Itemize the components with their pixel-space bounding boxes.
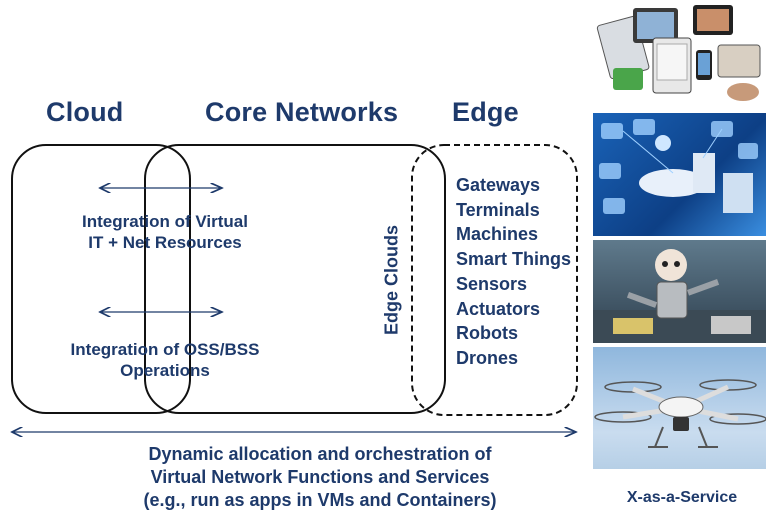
edge-region: [411, 144, 578, 416]
humanoid-robot-icon: [593, 249, 766, 343]
integration-oss-label: Integration of OSS/BSS Operations: [60, 339, 270, 381]
edge-device-list: Gateways Terminals Machines Smart Things…: [456, 173, 571, 371]
core-networks-region: [144, 144, 446, 414]
edge-item: Terminals: [456, 199, 540, 220]
robot-photo: [593, 240, 766, 343]
edge-item: Gateways: [456, 175, 541, 195]
integration-virtual-line1: Integration of Virtual: [82, 212, 248, 231]
integration-virtual-label: Integration of Virtual IT + Net Resource…: [60, 211, 270, 253]
connected-home-icon: [599, 119, 758, 214]
edge-item: Machines: [456, 224, 539, 245]
orchestration-line1: Dynamic allocation and orchestration of: [148, 444, 492, 464]
edge-item: Sensors: [456, 273, 528, 294]
integration-oss-line1: Integration of OSS/BSS: [70, 340, 260, 359]
edge-heading: Edge: [452, 97, 519, 127]
orchestration-line3: (e.g., run as apps in VMs and Containers…: [143, 490, 497, 510]
drone-photo: [593, 347, 766, 469]
x-as-a-service-label: X-as-a-Service: [626, 489, 738, 506]
smart-home-photo: [593, 113, 766, 236]
devices-photo: [593, 0, 766, 105]
edge-item: Drones: [456, 347, 519, 368]
orchestration-line2: Virtual Network Functions and Services: [150, 467, 490, 487]
tablets-phones-icon: [596, 5, 761, 101]
integration-oss-line2: Operations: [120, 361, 210, 380]
cloud-heading: Cloud: [46, 97, 124, 127]
quadcopter-drone-icon: [594, 379, 766, 448]
cloud-region: [11, 144, 191, 414]
edge-item: Actuators: [456, 298, 541, 319]
edge-clouds-label: Edge Clouds: [381, 225, 402, 336]
edge-item: Robots: [456, 323, 518, 344]
core-networks-heading: Core Networks: [205, 97, 399, 127]
edge-item: Smart Things: [456, 249, 572, 270]
orchestration-caption: Dynamic allocation and orchestration of …: [90, 443, 550, 512]
integration-virtual-line2: IT + Net Resources: [88, 233, 242, 252]
